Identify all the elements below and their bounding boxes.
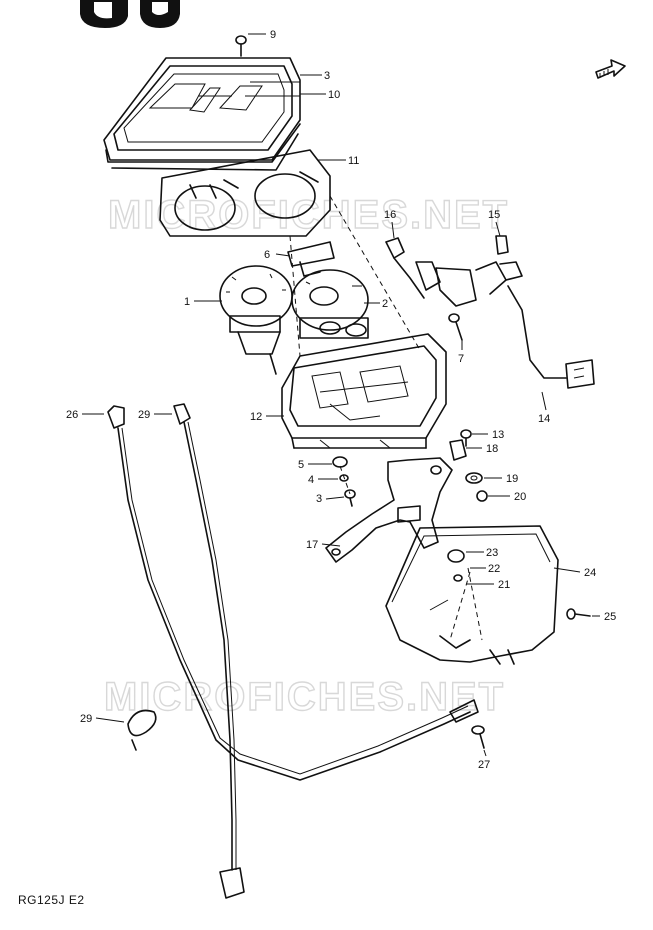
tachometer-cable bbox=[173, 403, 245, 899]
callout-6: 6 bbox=[264, 249, 270, 261]
callout-4: 4 bbox=[308, 474, 314, 486]
lamp-socket-plate-6 bbox=[287, 241, 335, 277]
callout-1: 1 bbox=[184, 296, 190, 308]
callout-29: 29 bbox=[138, 409, 150, 421]
assembly-guide-lines bbox=[289, 195, 483, 641]
callout-7: 7 bbox=[458, 353, 464, 365]
screw-27 bbox=[471, 725, 485, 749]
small-hardware bbox=[332, 429, 488, 507]
callout-14: 14 bbox=[538, 413, 550, 425]
watermark-bottom: MICROFICHES.NET bbox=[104, 675, 505, 719]
callout-labels: 9 3 10 11 16 15 6 1 2 7 14 12 26 29 13 1… bbox=[66, 29, 616, 771]
diagram-code: RG125J E2 bbox=[18, 893, 85, 907]
callout-9: 9 bbox=[270, 29, 276, 41]
callout-17: 17 bbox=[306, 539, 318, 551]
callout-20: 20 bbox=[514, 491, 526, 503]
callout-3-lower: 3 bbox=[316, 493, 322, 505]
meter-top-cover bbox=[103, 57, 301, 171]
callout-13: 13 bbox=[492, 429, 504, 441]
callout-5: 5 bbox=[298, 459, 304, 471]
callout-12: 12 bbox=[250, 411, 262, 423]
callout-10: 10 bbox=[328, 89, 340, 101]
callout-22: 22 bbox=[488, 563, 500, 575]
front-arrow-icon bbox=[595, 59, 626, 79]
meter-case-12 bbox=[281, 333, 447, 449]
speedometer-gauge bbox=[219, 265, 293, 375]
speedometer-cable bbox=[107, 405, 479, 781]
header-fragment bbox=[80, 0, 180, 28]
tachometer-gauge bbox=[291, 269, 369, 339]
meter-lower-cover-24 bbox=[385, 525, 559, 665]
callout-25: 25 bbox=[604, 611, 616, 623]
callout-19: 19 bbox=[506, 473, 518, 485]
wiring-harness bbox=[385, 235, 595, 389]
callout-15: 15 bbox=[488, 209, 500, 221]
callout-16: 16 bbox=[384, 209, 396, 221]
callout-23: 23 bbox=[486, 547, 498, 559]
leader-lines bbox=[82, 33, 600, 757]
meter-bracket-17 bbox=[325, 457, 453, 563]
meter-gasket-plate bbox=[159, 149, 331, 237]
callout-3: 3 bbox=[324, 70, 330, 82]
callout-2: 2 bbox=[382, 298, 388, 310]
callout-27: 27 bbox=[478, 759, 490, 771]
screw-25 bbox=[566, 608, 591, 620]
callout-29-lower: 29 bbox=[80, 713, 92, 725]
watermark-top: MICROFICHES.NET bbox=[108, 193, 509, 237]
cable-clamp-29 bbox=[127, 709, 157, 751]
screw-7 bbox=[448, 313, 463, 341]
callout-26: 26 bbox=[66, 409, 78, 421]
callout-11: 11 bbox=[348, 155, 359, 167]
screw-9 bbox=[235, 35, 247, 57]
callout-21: 21 bbox=[498, 579, 510, 591]
callout-18: 18 bbox=[486, 443, 498, 455]
callout-24: 24 bbox=[584, 567, 596, 579]
